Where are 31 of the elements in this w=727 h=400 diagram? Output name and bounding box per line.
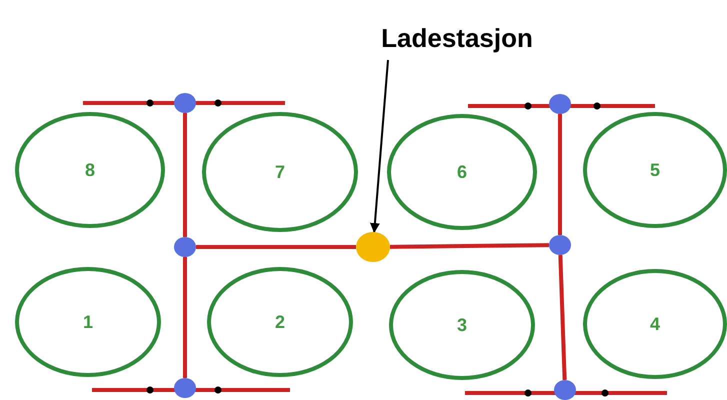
circle-number: 1 [82,312,93,332]
junction-dot [549,94,571,114]
station-dot [356,232,390,262]
circle-area [389,270,535,380]
circle-area [15,267,161,377]
circle-number: 2 [274,312,285,332]
arrow [370,60,389,234]
circle-area [207,267,353,377]
circle-number: 4 [650,314,660,334]
track-line [196,245,356,249]
station-label: Ladestasjon [367,18,547,58]
circle-area [387,114,537,230]
junction-dot [549,235,571,255]
circle-area [583,269,727,379]
circle-area [15,112,165,228]
junction-dot [174,237,196,257]
circle-number: 8 [84,160,95,180]
track-line [558,114,562,235]
junction-dot [174,93,196,113]
circle-number: 6 [456,162,467,182]
track-line [183,257,187,378]
circle-number: 7 [274,162,285,182]
junction-dot [174,378,196,398]
track-line [390,243,550,249]
circle-number: 3 [456,314,467,336]
junction-dot [554,380,576,400]
circle-number: 5 [650,160,660,180]
track-line [558,254,567,380]
circle-area [202,112,358,232]
circle-area [583,112,727,228]
track-line [183,113,187,237]
